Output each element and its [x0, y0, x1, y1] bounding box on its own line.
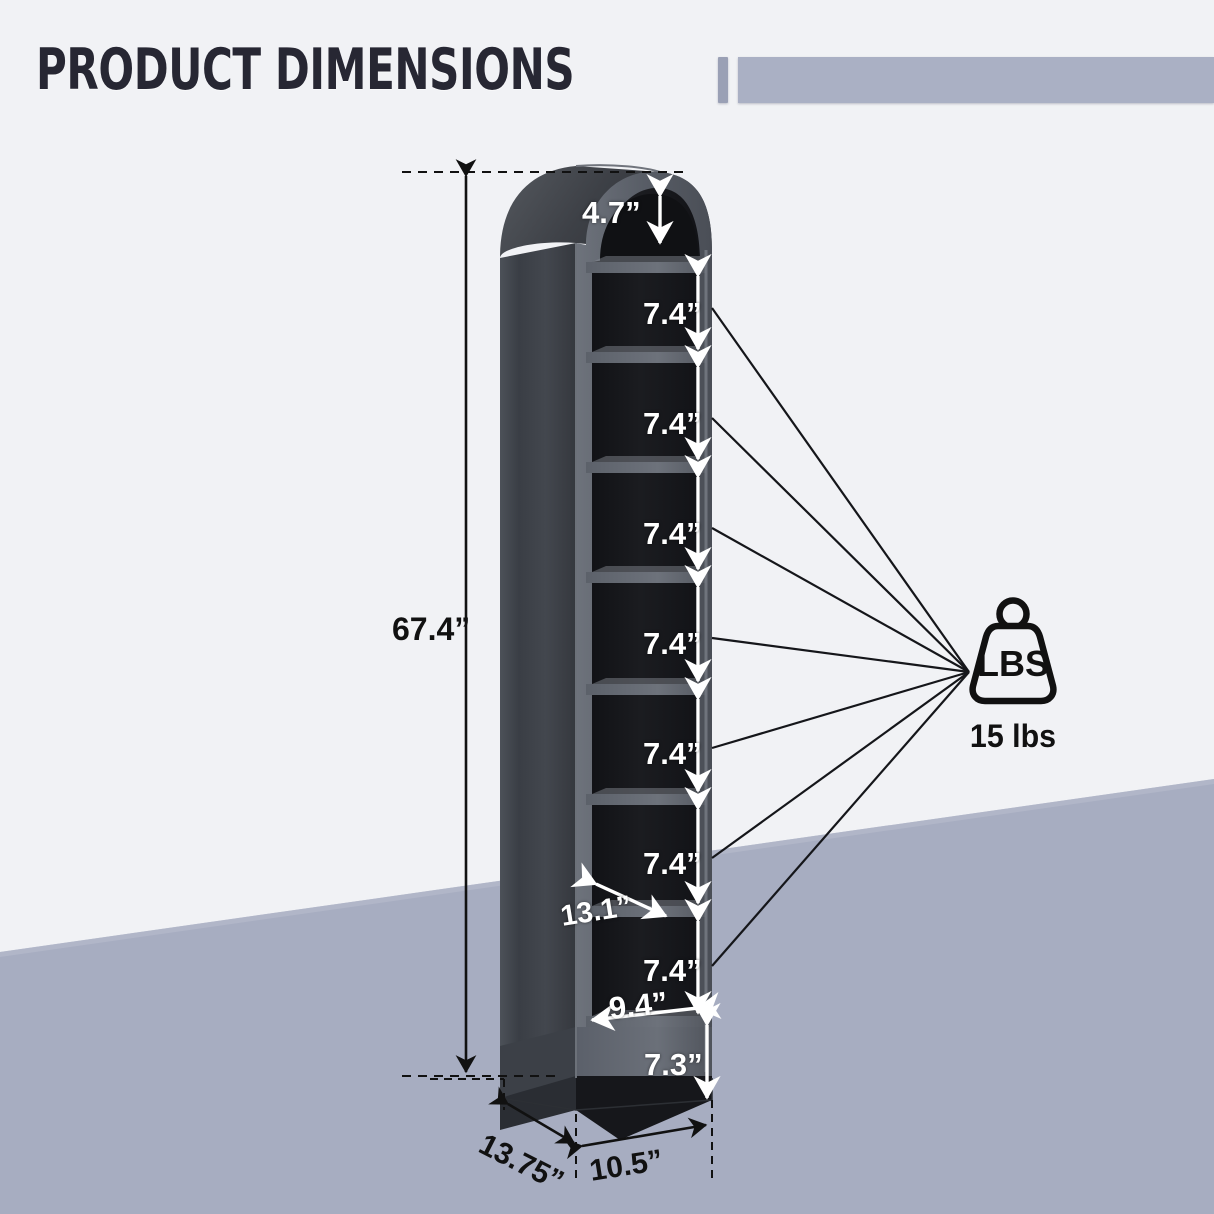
weight-lbs-icon: LBS [969, 597, 1057, 705]
cabinet-side-panel [500, 243, 576, 1098]
dim-shelf-4-label: 7.4” [643, 626, 702, 661]
dim-base-height-label: 7.3” [644, 1047, 703, 1082]
dim-shelf-5-label: 7.4” [643, 736, 702, 771]
shelf-divider [586, 572, 706, 583]
arrow-interior-width [590, 992, 722, 1032]
shelf-divider [586, 352, 706, 363]
cabinet-interior [592, 187, 700, 1041]
arrow-overall-width [563, 1117, 708, 1160]
weight-leader-lines [711, 307, 970, 967]
leader-line-shelf-6 [711, 671, 970, 859]
header: PRODUCT DIMENSIONS [0, 0, 1214, 140]
header-decoration [718, 57, 1214, 103]
page-title: PRODUCT DIMENSIONS [36, 36, 575, 103]
arrow-overall-depth [488, 1086, 576, 1145]
leader-line-shelf-4 [711, 636, 970, 674]
cabinet-base-rail [576, 1027, 712, 1076]
cabinet-top-highlight [575, 164, 661, 173]
weight-icon-text: LBS [977, 643, 1049, 684]
dim-shelf-6-label: 7.4” [643, 846, 702, 881]
dim-shelf-3-label: 7.4” [643, 516, 702, 551]
dim-total-height-label: 67.4” [392, 611, 471, 647]
leader-line-shelf-5 [711, 670, 970, 750]
overall-height-dimension [402, 159, 690, 1077]
shelf-divider [586, 794, 706, 805]
leader-line-shelf-3 [711, 527, 970, 673]
weight-capacity-label: 15 lbs [969, 718, 1057, 754]
dim-shelf-2-label: 7.4” [643, 406, 702, 441]
leader-line-shelf-7 [711, 671, 970, 967]
leader-line-shelf-2 [711, 417, 970, 673]
shelf-divider [586, 684, 706, 695]
dim-shelf-1-label: 7.4” [643, 296, 702, 331]
dim-shelf-7-label: 7.4” [643, 953, 702, 988]
arrow-interior-depth [570, 862, 668, 920]
header-rule-bar [738, 57, 1214, 103]
header-rule-tick [718, 57, 728, 103]
shelf-divider [586, 462, 706, 473]
shelf-divider [586, 262, 706, 273]
weight-body [969, 622, 1057, 705]
leader-line-shelf-1 [711, 307, 970, 673]
overall-width-dimension [563, 1100, 713, 1180]
weight-capacity-badge: LBS 15 lbs [953, 596, 1073, 755]
cabinet-base-side [500, 1027, 576, 1098]
dim-interior-width-label: 9.4” [607, 984, 670, 1026]
dim-arch-opening-label: 4.7” [582, 195, 641, 230]
